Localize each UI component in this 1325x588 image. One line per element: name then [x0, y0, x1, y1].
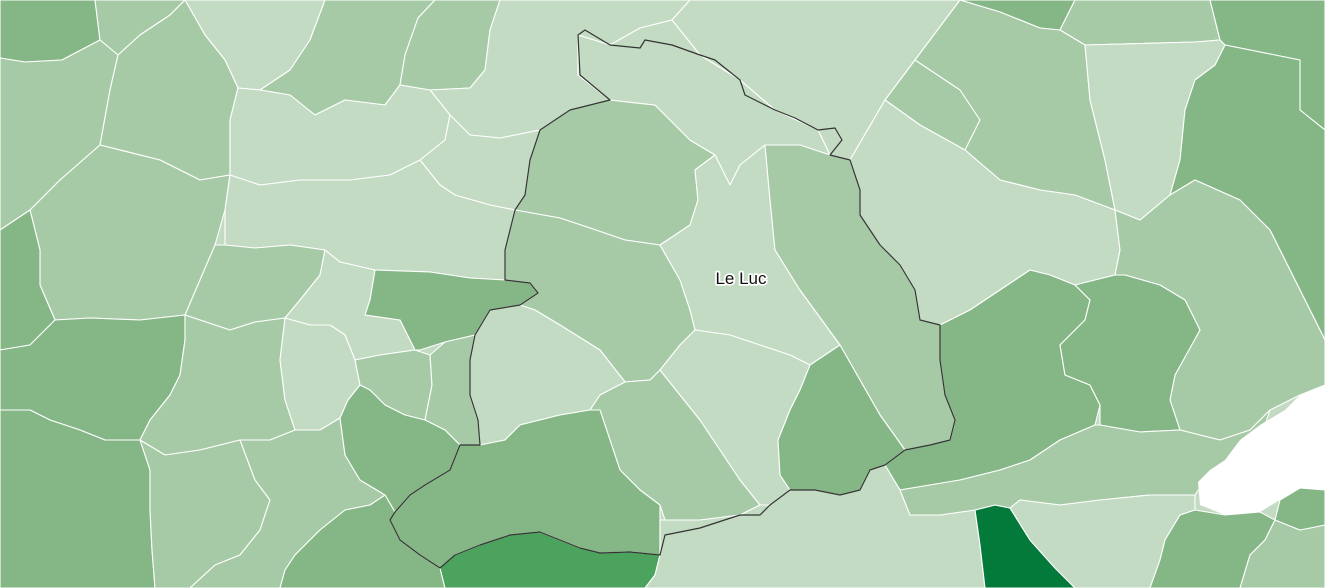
- place-label-le-luc: Le Luc: [715, 269, 767, 288]
- canton-boundary: [389, 29, 956, 569]
- outside-area: [1198, 385, 1325, 515]
- commune-region[interactable]: [1059, 0, 1221, 46]
